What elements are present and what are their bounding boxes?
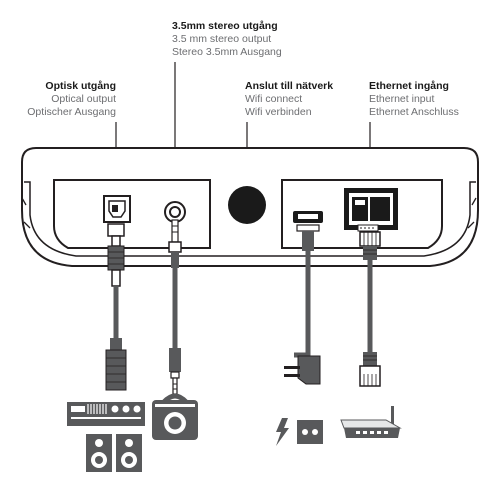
optical-output-line1: Optical output [51,93,116,105]
stereo-output-line2: Stereo 3.5mm Ausgang [172,46,282,58]
network-connect-line2: Wifi verbinden [245,106,312,118]
network-connect-line1: Wifi connect [245,93,303,105]
device-feet [21,197,477,229]
ethernet-input-heading: Ethernet ingång [369,80,449,92]
optical-cable [105,223,127,391]
portable-speaker-icon [152,393,198,440]
power-outlet-icon [276,418,323,446]
ethernet-input-line1: Ethernet input [369,93,435,105]
optical-port [103,195,131,223]
stereo-cable [168,219,182,395]
power-port [293,211,323,223]
network-connect-heading: Anslut till nätverk [245,80,334,92]
optical-output-heading: Optisk utgång [45,80,116,92]
optical-output-line2: Optischer Ausgang [27,106,116,118]
stereo-output-heading: 3.5mm stereo utgång [172,20,278,32]
ethernet-input-label: Ethernet ingång Ethernet input Ethernet … [369,80,459,119]
ethernet-cable [359,231,381,387]
stereo-output-line1: 3.5 mm stereo output [172,33,272,45]
wifi-connect-button [228,186,266,224]
device-bottom-rim [24,181,476,257]
stereo-output-label: 3.5mm stereo utgång 3.5 mm stereo output… [172,20,282,59]
network-connect-label: Anslut till nätverk Wifi connect Wifi ve… [245,80,333,119]
speaker-pair-icon [86,434,142,472]
stereo-jack-port [164,201,186,223]
router-icon [340,406,402,438]
optical-output-label: Optisk utgång Optical output Optischer A… [27,80,116,119]
ethernet-port [344,188,398,232]
stereo-receiver-icon [67,402,145,426]
left-port-panel [53,179,211,249]
ethernet-input-line2: Ethernet Anschluss [369,106,459,118]
power-cable [284,224,321,385]
